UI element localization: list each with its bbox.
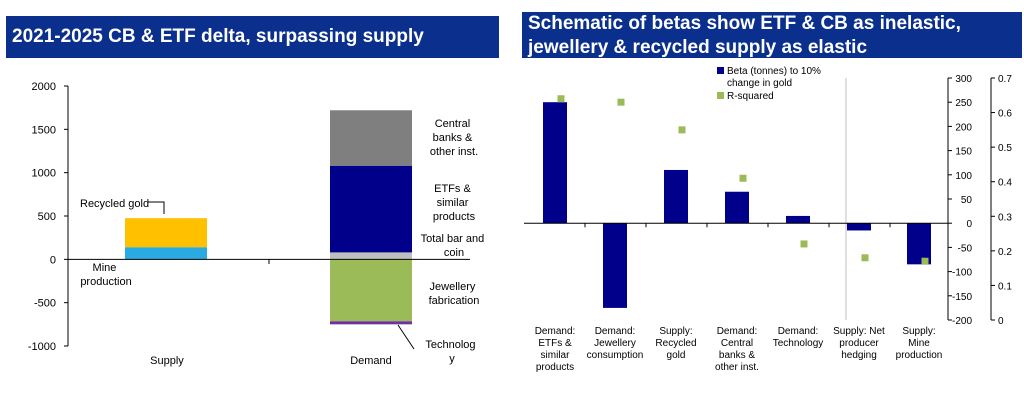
right-beta-bar [543,102,567,224]
left-y-tick-label: -500 [34,298,56,310]
right-beta-bar [725,191,749,224]
left-y-ticks: 2000 1500 1000 500 0 -500 -1000 [28,81,68,353]
right-chart-panel: Schematic of betas show ETF & CB as inel… [512,0,1024,409]
right-beta-bar [847,223,871,231]
legend-label-beta: Beta (tonnes) to 10% change in gold [727,66,824,89]
right-left-tick-label: -150 [952,292,972,303]
right-rsquared-point [678,126,686,134]
left-bar-recycled-gold [125,218,207,248]
right-left-tick-label: 100 [955,171,972,182]
right-y-ticks-left: 300 250 200 150 100 50 0 -50 -100 -150 -200 [948,74,972,327]
left-y-tick-label: 500 [38,211,56,223]
right-beta-bar [786,215,810,224]
right-title-line-2: jewellery & recycled supply as elastic [528,37,868,58]
right-right-tick-label: 0.5 [998,143,1012,154]
left-y-tick-label: 0 [50,254,56,266]
left-x-label-supply: Supply [150,355,184,367]
right-beta-chart: 300 250 200 150 100 50 0 -50 -100 -150 -200 0.7 0.6… [524,66,1012,373]
right-rsquared-point [739,174,747,182]
right-left-tick-label: -100 [952,268,972,279]
leader-technology [397,324,415,350]
right-right-tick-label: 0.2 [998,247,1012,258]
right-left-tick-label: -50 [958,243,973,254]
left-y-tick-label: 1000 [32,168,56,180]
left-bar-mine-production [125,247,207,260]
leader-recycled-gold [148,201,165,214]
right-rsquared-point [800,240,808,248]
left-bar-central-banks-other-inst [330,110,412,166]
right-x-label: Demand:Technology [773,326,824,349]
left-bar-jewellery-fabrication [330,259,412,322]
label-etfs: ETFs & similar products [433,183,476,223]
right-rsquared-point [617,98,625,106]
right-chart-title: Schematic of betas show ETF & CB as inel… [522,12,1022,58]
left-bar-total-bar-and-coin [330,252,412,260]
label-jewellery: Jewellery fabrication [429,281,480,307]
left-y-tick-label: 2000 [32,81,56,93]
left-chart-panel: 2021-2025 CB & ETF delta, surpassing sup… [0,0,505,409]
right-bars [543,102,931,308]
right-rsquared-point [861,254,869,262]
right-left-tick-label: 0 [966,219,972,230]
label-mine-production: Mine production [80,262,131,288]
right-rsquared-points [557,95,929,265]
right-left-tick-label: 300 [955,74,972,85]
right-beta-bar [907,223,931,265]
right-right-tick-label: 0.6 [998,109,1012,120]
legend-swatch-rsquared [717,92,724,99]
left-y-tick-label: 1500 [32,124,56,136]
right-right-tick-label: 0.7 [998,74,1012,85]
label-recycled-gold: Recycled gold [80,198,149,210]
right-right-tick-label: 0.3 [998,212,1012,223]
label-total-bar-coin: Total bar and coin [421,233,488,259]
right-right-tick-label: 0.4 [998,178,1012,189]
label-central-banks: Central banks & other inst. [430,118,478,158]
right-left-tick-label: 250 [955,98,972,109]
right-y-ticks-right: 0.7 0.6 0.5 0.4 0.3 0.2 0.1 0 [991,74,1012,327]
right-right-tick-label: 0.1 [998,281,1012,292]
legend-label-rsquared: R-squared [727,91,774,102]
right-left-tick-label: 150 [955,147,972,158]
right-title-line-1: Schematic of betas show ETF & CB as inel… [528,13,961,34]
right-category-dividers [584,78,891,320]
left-chart-title: 2021-2025 CB & ETF delta, surpassing sup… [6,16,499,58]
right-left-tick-label: 200 [955,122,972,133]
right-legend: Beta (tonnes) to 10% change in gold R-sq… [717,66,824,102]
right-beta-bar [603,223,627,308]
right-rsquared-point [921,257,929,265]
right-left-tick-label: 50 [961,195,973,206]
left-y-tick-label: -1000 [28,341,56,353]
right-left-tick-label: -200 [952,316,972,327]
label-technology: Technolog y [425,339,478,365]
left-bars [125,110,412,325]
right-right-tick-label: 0 [998,316,1004,327]
left-x-label-demand: Demand [350,355,392,367]
left-bar-technology [330,321,412,325]
right-beta-bar [664,169,688,224]
right-rsquared-point [557,95,565,103]
legend-swatch-beta [717,67,724,74]
left-bar-etfs-similar-products [330,165,412,253]
